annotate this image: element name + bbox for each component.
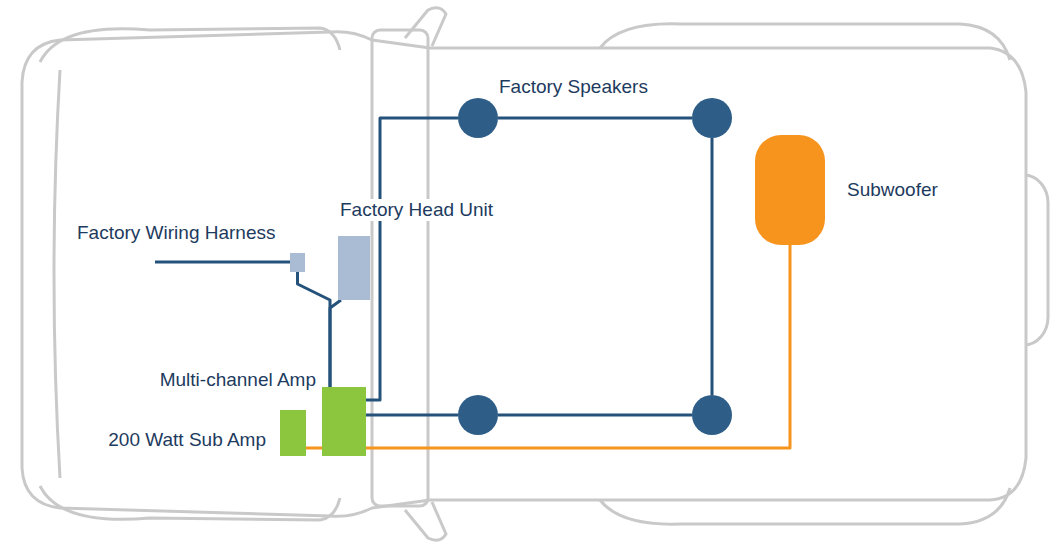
speaker-wire <box>330 300 341 387</box>
front-fender <box>40 28 340 62</box>
multi-channel-amp: Multi-channel Amp <box>322 387 366 456</box>
head-unit: Factory Head Unit <box>338 236 370 300</box>
component-label: Subwoofer <box>845 179 940 201</box>
rear-fender <box>600 24 1010 60</box>
speaker-wire <box>366 118 458 400</box>
speaker-symbol <box>692 395 732 435</box>
speaker-wire <box>498 415 692 416</box>
component-label: Factory Speakers <box>497 76 650 98</box>
side-mirror <box>405 502 446 540</box>
subwoofer: Subwoofer <box>755 135 825 245</box>
hood-line <box>54 70 60 478</box>
wiring-harness: Factory Wiring Harness <box>290 253 305 272</box>
harness-wire <box>155 261 291 264</box>
component-label: Factory Wiring Harness <box>75 222 278 244</box>
component-label: Multi-channel Amp <box>158 369 318 391</box>
speaker-symbol <box>692 98 732 138</box>
speaker-wire <box>366 415 458 416</box>
component-label: Factory Head Unit <box>338 199 495 221</box>
sub-amp: 200 Watt Sub Amp <box>280 410 306 456</box>
speaker-symbol <box>458 395 498 435</box>
speaker <box>458 395 498 435</box>
subwoofer-wire <box>302 245 790 448</box>
component-label: 200 Watt Sub Amp <box>106 429 268 451</box>
speaker-symbol <box>458 98 498 138</box>
speaker-wire <box>712 138 713 395</box>
side-mirror <box>405 8 446 46</box>
speaker <box>692 395 732 435</box>
front-fender <box>40 486 340 520</box>
speaker-wire <box>498 118 692 119</box>
speaker <box>692 98 732 138</box>
rear-fender <box>600 488 1010 524</box>
speaker: Factory Speakers <box>458 98 498 138</box>
car-body <box>22 32 1026 517</box>
